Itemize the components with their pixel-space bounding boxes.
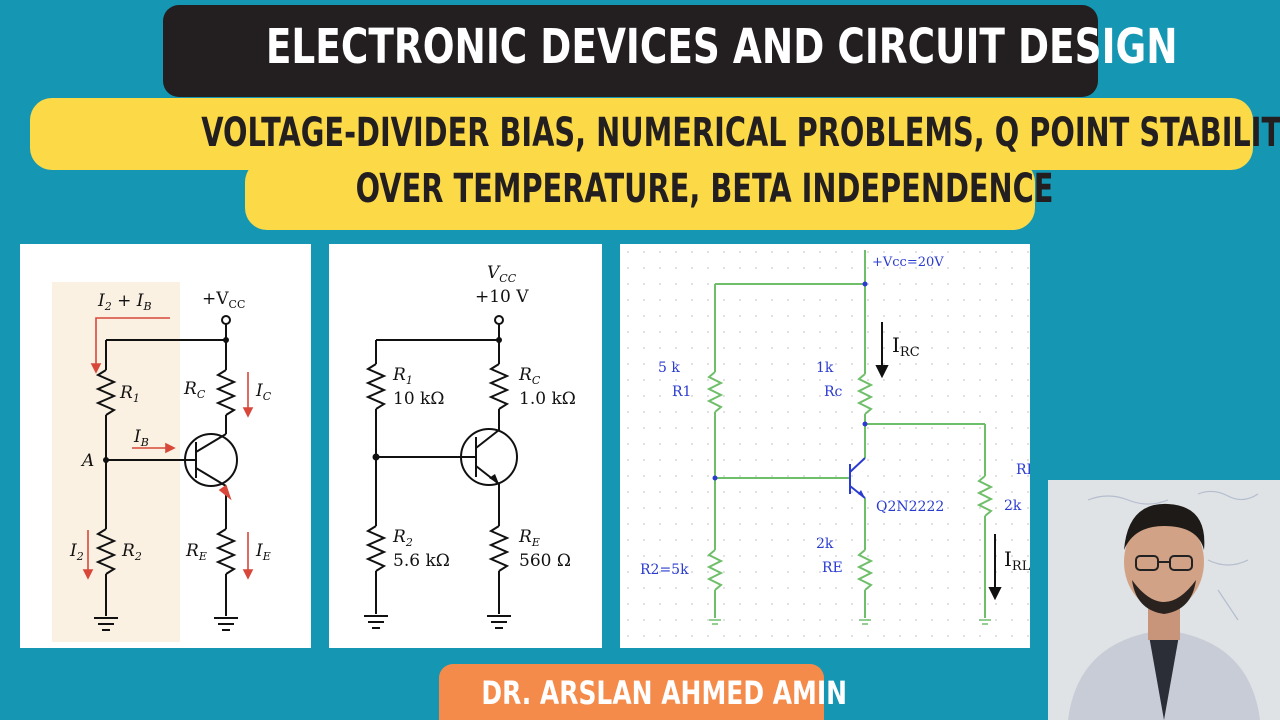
- label-re: RE: [822, 560, 843, 576]
- label-i2: I2: [69, 541, 84, 563]
- presenter-photo: [1048, 480, 1280, 720]
- circuit-panel-3: +Vcc=20V 5 k R1 1k Rc Q2N2222 RL 2k R2=5…: [620, 244, 1036, 648]
- label-ie: IE: [255, 541, 271, 563]
- subtitle-banner: VOLTAGE-DIVIDER BIAS, NUMERICAL PROBLEMS…: [30, 98, 1280, 170]
- label-rc-value: 1.0 kΩ: [519, 389, 576, 409]
- subtitle-banner-2: OVER TEMPERATURE, BETA INDEPENDENCE: [245, 160, 1054, 230]
- author-name: DR. ARSLAN AHMED AMIN: [481, 674, 848, 712]
- label-r2-value: 5.6 kΩ: [393, 551, 450, 571]
- label-vcc: +VCC: [202, 289, 245, 311]
- circuit-panel-2: VCC +10 V R1 10 kΩ RC 1.0 kΩ R2 5.6 kΩ R…: [329, 244, 602, 648]
- label-irl: IRL: [1004, 547, 1030, 574]
- label-rc: Rc: [824, 384, 843, 400]
- label-r1-value: 5 k: [658, 360, 680, 376]
- label-re: RE: [518, 527, 540, 549]
- label-re: RE: [185, 541, 207, 563]
- label-rl: RL: [1016, 462, 1030, 478]
- label-transistor: Q2N2222: [876, 499, 944, 515]
- circuit-diagram-2: VCC +10 V R1 10 kΩ RC 1.0 kΩ R2 5.6 kΩ R…: [364, 263, 576, 629]
- label-node-a: A: [80, 451, 94, 471]
- label-rc: RC: [518, 365, 541, 387]
- label-r2: R2: [392, 527, 413, 549]
- label-ic: IC: [255, 381, 272, 403]
- subtitle-line-1: VOLTAGE-DIVIDER BIAS, NUMERICAL PROBLEMS…: [201, 110, 1280, 156]
- page-title: ELECTRONIC DEVICES AND CIRCUIT DESIGN: [265, 19, 1178, 75]
- label-i2-plus-ib: I2 + IB: [97, 291, 152, 313]
- label-r1-value: 10 kΩ: [393, 389, 444, 409]
- label-re-value: 2k: [816, 536, 834, 552]
- label-vcc: +Vcc=20V: [872, 255, 944, 270]
- circuit-diagram-3: +Vcc=20V 5 k R1 1k Rc Q2N2222 RL 2k R2=5…: [620, 244, 1036, 648]
- subtitle-line-2: OVER TEMPERATURE, BETA INDEPENDENCE: [355, 166, 1054, 212]
- title-banner: ELECTRONIC DEVICES AND CIRCUIT DESIGN: [163, 5, 1178, 97]
- label-r1: R1: [392, 365, 413, 387]
- label-r1: R1: [119, 383, 140, 405]
- shaded-region: [52, 282, 180, 642]
- presenter-image: [1048, 480, 1280, 720]
- label-rc-value: 1k: [816, 360, 834, 376]
- label-r2: R2: [121, 541, 142, 563]
- label-irc: IRC: [892, 333, 920, 360]
- label-r1: R1: [672, 384, 691, 400]
- label-r2: R2=5k: [640, 562, 689, 578]
- label-rl-value: 2k: [1004, 498, 1022, 514]
- circuit-panel-1: I2 + IB +VCC R1 RC IC IB A I2 R2 RE IE: [20, 244, 311, 648]
- label-rc: RC: [183, 379, 206, 401]
- author-banner: DR. ARSLAN AHMED AMIN: [439, 664, 848, 720]
- ground-icon: [94, 617, 238, 631]
- ground-icon: [709, 619, 991, 625]
- label-vcc-value: +10 V: [475, 287, 529, 307]
- label-re-value: 560 Ω: [519, 551, 571, 571]
- ground-icon: [364, 615, 511, 629]
- label-vcc: VCC: [487, 263, 517, 285]
- label-ib: IB: [133, 427, 149, 449]
- circuit-diagram-1: I2 + IB +VCC R1 RC IC IB A I2 R2 RE IE: [52, 282, 272, 642]
